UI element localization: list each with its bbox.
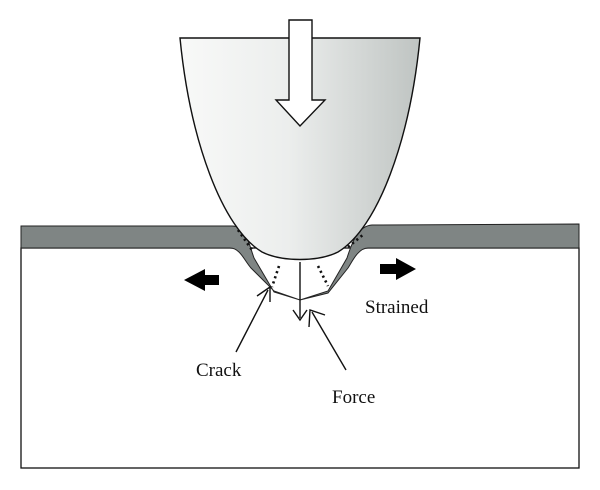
crack-label: Crack xyxy=(196,360,242,381)
crack-line-left-upper xyxy=(236,229,254,251)
left-arrow-icon xyxy=(184,269,219,291)
force-arrowhead-icon xyxy=(292,309,308,322)
crack-pointer-head-icon xyxy=(256,285,271,302)
right-arrow-icon xyxy=(380,258,416,280)
coating-film xyxy=(20,223,580,301)
crack-pointer xyxy=(235,289,269,353)
crack-lines xyxy=(236,229,365,288)
crack-line-right-lower xyxy=(316,265,330,287)
force-pointer-head-icon xyxy=(308,309,326,328)
strained-label: Strained xyxy=(365,297,429,318)
hollow-down-arrow-icon xyxy=(274,19,327,128)
force-label: Force xyxy=(332,387,375,408)
force-pointer xyxy=(311,311,347,371)
indenter-tip xyxy=(179,37,421,261)
crack-line-right-upper xyxy=(347,232,365,249)
crack-line-left-lower xyxy=(270,265,281,288)
